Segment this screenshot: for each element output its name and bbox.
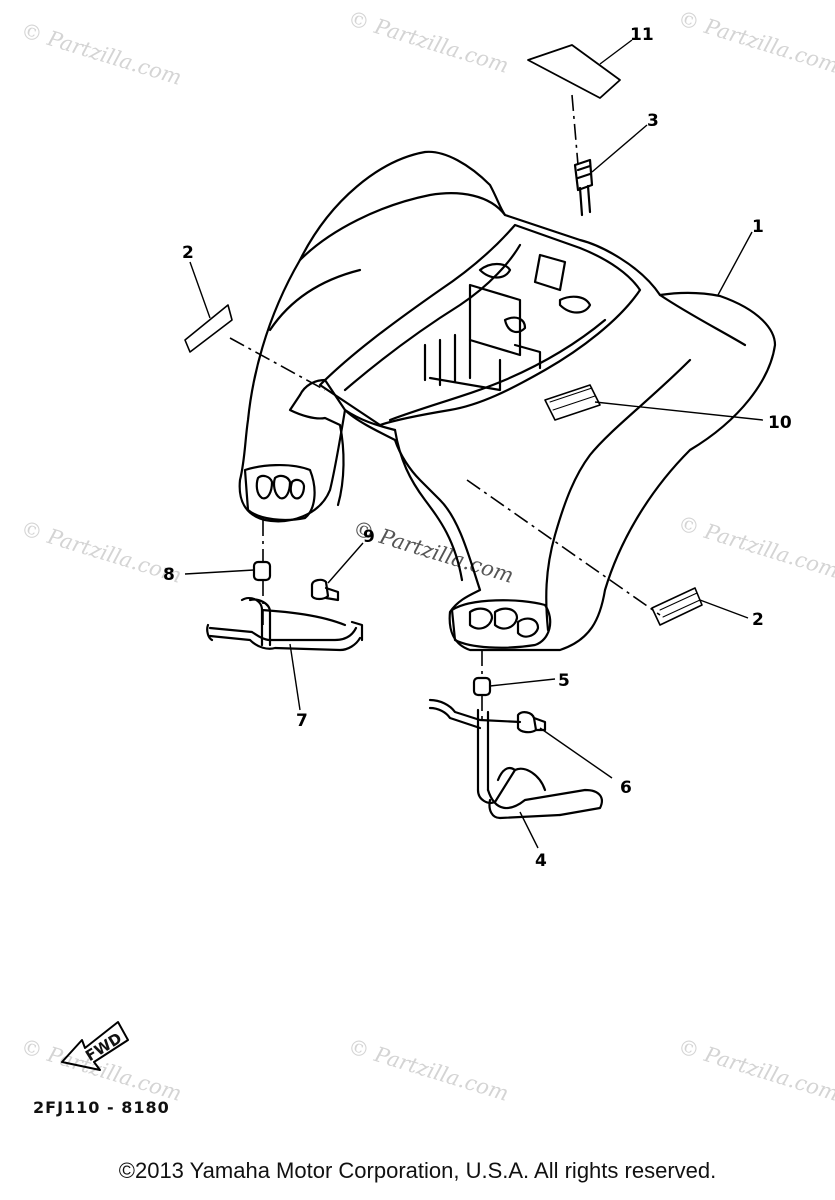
bolt-top <box>573 158 594 217</box>
leader-line <box>717 231 753 296</box>
leader-line <box>489 678 556 687</box>
label-bolt-left: 9 <box>363 527 375 547</box>
grommet-right <box>472 676 492 697</box>
top-decal <box>527 44 621 99</box>
bolt-left <box>310 578 340 602</box>
copyright-notice: ©2013 Yamaha Motor Corporation, U.S.A. A… <box>118 1158 717 1183</box>
assembly-line <box>571 94 579 166</box>
diagram-code: 2FJ110 - 8180 <box>33 1098 170 1117</box>
label-fender: 1 <box>752 217 764 237</box>
leader-line <box>189 261 211 319</box>
leader-line <box>594 401 764 421</box>
bracket-left <box>206 596 364 652</box>
label-caution: 10 <box>768 413 792 433</box>
label-decal-top: 11 <box>630 25 654 45</box>
right-emblem <box>651 587 703 626</box>
label-bolt-top: 3 <box>647 111 659 131</box>
label-grommet-right: 5 <box>558 671 570 691</box>
leader-line <box>519 811 539 849</box>
leader-line <box>599 39 633 65</box>
label-bracket-right: 4 <box>535 851 547 871</box>
leader-line <box>539 727 613 779</box>
leader-line <box>327 542 364 584</box>
leader-line <box>289 643 301 711</box>
label-emblem-left: 2 <box>182 243 194 263</box>
leader-line <box>699 599 749 619</box>
bracket-right <box>428 698 603 820</box>
bolt-right <box>516 711 547 734</box>
label-bracket-left: 7 <box>296 711 308 731</box>
label-grommet-left: 8 <box>163 565 175 585</box>
grommet-left <box>252 560 272 582</box>
assembly-line <box>229 337 326 391</box>
fwd-arrow-icon <box>61 1021 129 1071</box>
caution-label <box>544 384 601 421</box>
leader-line <box>184 569 255 575</box>
rear-fender <box>238 150 777 652</box>
assembly-line <box>466 479 661 616</box>
label-emblem-right: 2 <box>752 610 764 630</box>
left-emblem <box>184 304 233 353</box>
label-bolt-right: 6 <box>620 778 632 798</box>
leader-line <box>591 124 648 173</box>
